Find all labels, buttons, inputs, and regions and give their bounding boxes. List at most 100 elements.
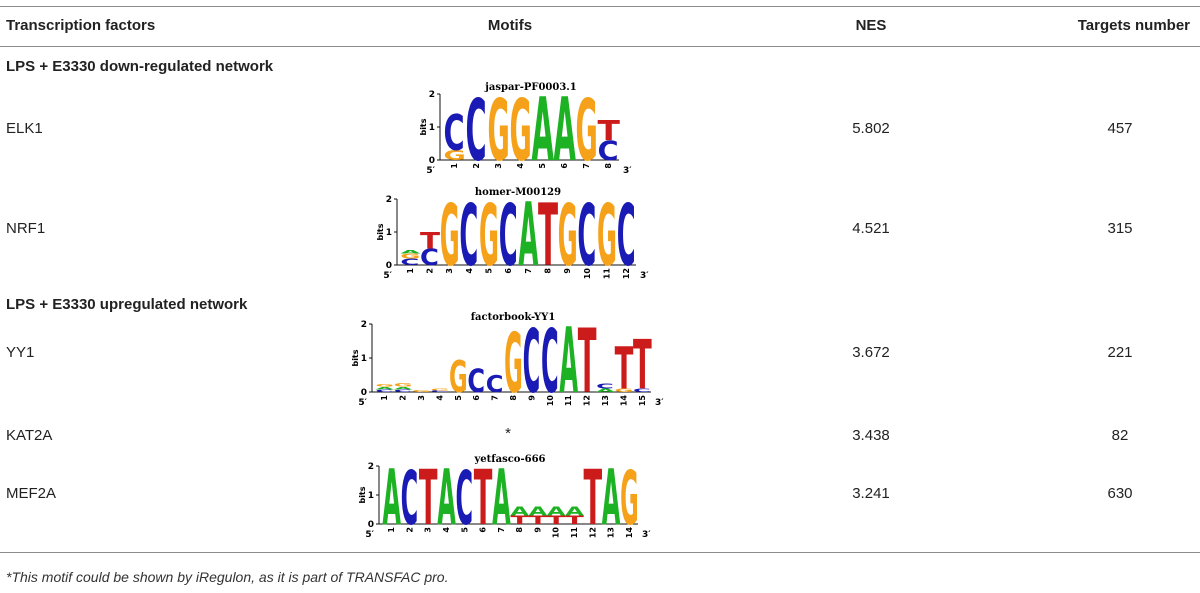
logo-letter-g: G: [558, 186, 578, 285]
logo-letter-t: T: [633, 327, 652, 406]
logo-letter-c: C: [394, 389, 412, 393]
tf-nrf1: NRF1: [6, 220, 46, 237]
tf-elk1: ELK1: [6, 120, 43, 137]
table-bottom-rule: [0, 552, 1200, 553]
logo-letter-a: A: [565, 504, 584, 518]
logo-letter-c: C: [431, 390, 449, 393]
logo-letter-c: C: [499, 187, 518, 285]
y-tick-label: 1: [386, 228, 392, 238]
position-label: 15: [638, 395, 647, 407]
position-label: 5: [538, 163, 547, 169]
logo-letter-c: C: [523, 313, 541, 412]
logo-letter-g: G: [375, 383, 394, 387]
logo-letter-t: T: [565, 513, 584, 527]
logo-letter-a: A: [375, 386, 395, 390]
motif-title: factorbook-YY1: [471, 312, 556, 323]
logo-letter-g: G: [615, 388, 634, 393]
logo-letter-g: G: [400, 252, 420, 260]
logo-letter-t: T: [584, 455, 603, 543]
position-label: 13: [607, 527, 616, 538]
position-label: 2: [399, 395, 408, 401]
position-label: 14: [619, 395, 628, 407]
position-label: 1: [450, 163, 459, 169]
nes-elk1: 5.802: [852, 120, 890, 137]
y-axis-label: bits: [358, 486, 367, 503]
position-label: 4: [442, 527, 451, 533]
header-targets-number: Targets number: [1077, 17, 1190, 34]
section-upregulated: LPS + E3330 upregulated network: [6, 296, 248, 313]
y-tick-label: 2: [386, 195, 392, 205]
logo-letter-a: A: [510, 504, 529, 518]
header-nes: NES: [855, 17, 887, 34]
position-label: 10: [583, 268, 592, 280]
logo-letter-c: C: [459, 187, 478, 285]
position-label: 3: [417, 395, 426, 401]
position-label: 6: [479, 527, 488, 533]
targets-nrf1: 315: [1107, 220, 1133, 237]
logo-letter-g: G: [440, 186, 460, 285]
logo-letter-g: G: [509, 82, 531, 180]
position-label: 6: [472, 395, 481, 401]
five-prime-label: 5′: [365, 530, 374, 540]
position-label: 3: [424, 527, 433, 533]
logo-letter-g: G: [575, 82, 597, 180]
position-label: 1: [380, 395, 389, 401]
targets-mef2a: 630: [1107, 485, 1133, 502]
y-axis-label: bits: [419, 118, 428, 135]
motif-title: homer-M00129: [475, 187, 561, 198]
position-label: 6: [560, 163, 569, 169]
logo-letter-t: T: [538, 186, 558, 285]
position-label: 3: [494, 163, 503, 169]
logo-letter-c: C: [541, 313, 559, 412]
five-prime-label: 5′: [383, 271, 392, 281]
y-tick-label: 2: [368, 462, 374, 472]
position-label: 11: [603, 268, 612, 280]
logo-letter-t: T: [578, 311, 597, 412]
logo-letter-t: T: [510, 513, 529, 527]
position-label: 8: [515, 527, 524, 533]
position-label: 11: [570, 527, 579, 539]
position-label: 3: [445, 268, 454, 274]
logo-letter-c: C: [465, 81, 486, 180]
position-label: 2: [405, 527, 414, 533]
y-tick-label: 2: [361, 320, 367, 330]
logo-letter-c: C: [486, 371, 504, 398]
logo-letter-a: A: [437, 454, 456, 543]
logo-letter-t: T: [419, 455, 438, 543]
nes-mef2a: 3.241: [852, 485, 890, 502]
position-label: 9: [527, 395, 536, 401]
logo-letter-a: A: [531, 80, 554, 180]
logo-letter-c: C: [577, 187, 596, 285]
logo-letter-g: G: [487, 82, 509, 180]
tf-mef2a: MEF2A: [6, 485, 57, 502]
position-label: 7: [491, 395, 500, 401]
logo-letter-t: T: [474, 455, 493, 543]
logo-letter-a: A: [602, 454, 621, 543]
y-axis-label: bits: [351, 349, 360, 366]
logo-letter-a: A: [518, 185, 538, 285]
logo-letter-c: C: [401, 457, 419, 543]
tf-yy1: YY1: [6, 344, 35, 361]
position-label: 10: [546, 395, 555, 407]
logo-letter-g: G: [394, 382, 413, 387]
logo-letter-a: A: [382, 454, 401, 543]
five-prime-label: 5′: [358, 398, 367, 408]
y-tick-label: 0: [368, 520, 374, 530]
motif-title: jaspar-PF0003.1: [484, 82, 577, 93]
logo-letter-c: C: [456, 457, 474, 543]
y-tick-label: 1: [368, 491, 374, 501]
logo-letter-t: T: [615, 335, 634, 403]
nes-kat2a: 3.438: [852, 427, 890, 444]
nes-yy1: 3.672: [852, 344, 890, 361]
header-motifs: Motifs: [487, 17, 533, 34]
y-tick-label: 1: [429, 123, 435, 133]
logo-letter-c: C: [596, 383, 614, 391]
header-transcription-factors: Transcription factors: [6, 17, 156, 34]
logo-letter-g: G: [479, 186, 499, 285]
logo-letter-a: A: [547, 504, 566, 518]
position-label: 9: [533, 527, 542, 533]
position-label: 12: [588, 527, 597, 538]
position-label: 12: [622, 268, 631, 279]
three-prime-label: 3′: [640, 271, 649, 281]
